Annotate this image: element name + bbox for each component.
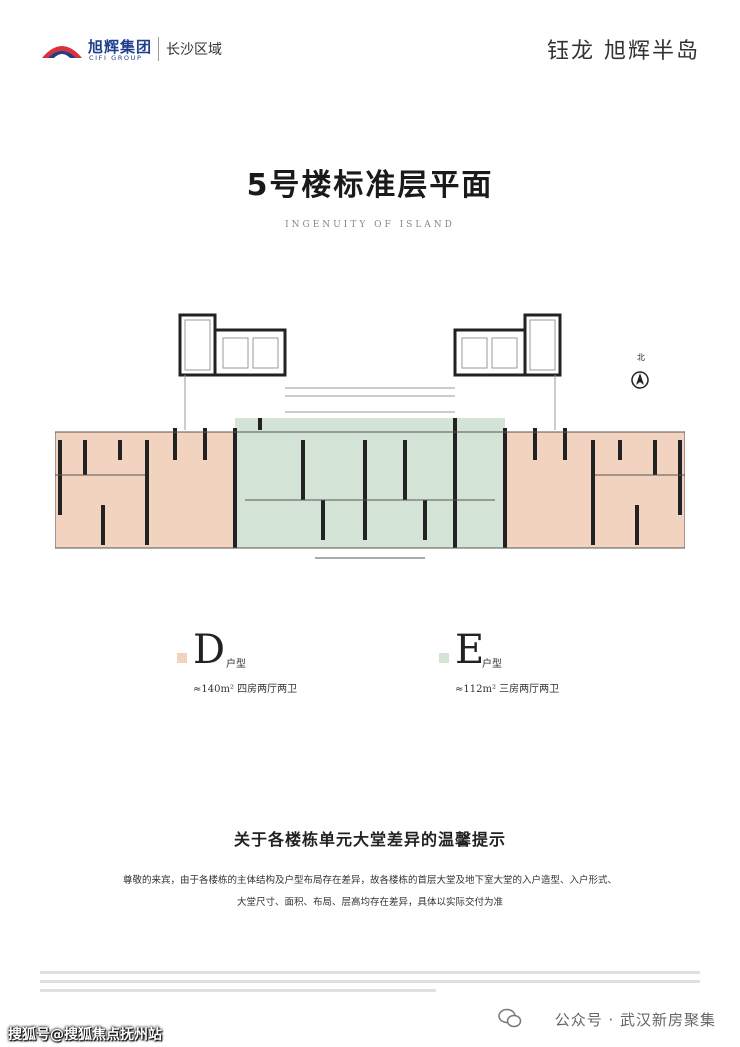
header-divider <box>158 37 159 61</box>
region-label: 长沙区域 <box>166 42 222 58</box>
page-title: 5号楼标准层平面 <box>246 168 494 203</box>
legend-desc-d: 四房两厅两卫 <box>237 684 298 695</box>
notice-title: 关于各楼栋单元大堂差异的温馨提示 <box>233 830 506 849</box>
page-subtitle: INGENUITY OF ISLAND <box>285 220 455 230</box>
project-name: 钰龙 旭辉半岛 <box>547 39 700 64</box>
watermark-wechat: 公众号 · 武汉新房聚集 <box>554 1011 716 1029</box>
legend-area-e: ≈112 <box>455 684 483 695</box>
wechat-icon <box>498 1008 522 1028</box>
notice-line-1: 尊敬的来宾，由于各楼栋的主体结构及户型布局存在差异，故各楼栋的首层大堂及地下室大… <box>122 875 617 886</box>
legend-swatch-e <box>439 653 449 663</box>
fine-print-block <box>40 968 700 998</box>
legend-detail-e: ≈112m² 三房两厅两卫 <box>455 680 559 695</box>
brand-name-cn: 旭辉集团 <box>88 38 153 56</box>
legend-letter-d: D <box>193 627 226 673</box>
legend-letter-e: E <box>455 627 485 673</box>
unit-e-fill <box>235 418 505 548</box>
legend-unit-d: m² <box>220 684 234 695</box>
legend-type-d: 户型 <box>226 659 246 670</box>
floor-plan <box>55 313 685 559</box>
legend-area-d: ≈140 <box>193 684 221 695</box>
legend-swatch-d <box>177 653 187 663</box>
watermark-sohu: 搜狐号@搜狐焦点抚州站 <box>8 1027 162 1043</box>
notice-body: 尊敬的来宾，由于各楼栋的主体结构及户型布局存在差异，故各楼栋的首层大堂及地下室大… <box>90 870 650 914</box>
legend-type-e: 户型 <box>482 659 502 670</box>
notice-line-2: 大堂尺寸、面积、布局、层高均存在差异，具体以实际交付为准 <box>236 897 503 908</box>
legend-detail-d: ≈140m² 四房两厅两卫 <box>193 680 297 695</box>
legend-unit-e: m² <box>482 684 496 695</box>
cifi-logo-icon <box>42 46 82 58</box>
north-label: 北 <box>637 353 645 362</box>
legend-desc-e: 三房两厅两卫 <box>499 684 560 695</box>
north-arrow-icon <box>631 371 649 389</box>
brand-name-en: CIFI GROUP <box>89 54 143 62</box>
